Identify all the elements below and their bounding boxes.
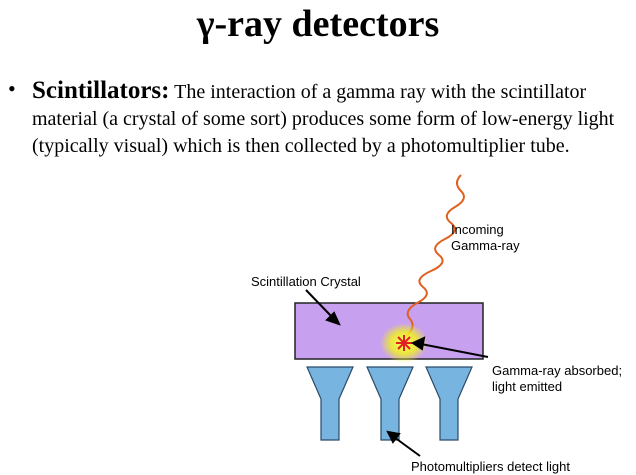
absorbed-label-line1: Gamma-ray absorbed; xyxy=(492,363,622,378)
bullet-description: The interaction of a gamma ray with the … xyxy=(32,81,615,157)
photomultiplier-label: Photomultipliers detect light xyxy=(411,459,570,474)
absorbed-label-arrow xyxy=(420,343,489,358)
absorbed-arrowhead xyxy=(410,336,426,351)
incoming-label-line2: Gamma-ray xyxy=(451,238,520,253)
bullet-text: Scintillators: The interaction of a gamm… xyxy=(32,77,632,160)
crystal-label-arrow xyxy=(305,289,334,319)
photomultiplier-tubes xyxy=(306,366,473,441)
crystal-label: Scintillation Crystal xyxy=(251,274,361,289)
photomultiplier-arrowhead xyxy=(386,430,401,444)
crystal-arrowhead xyxy=(325,311,341,326)
bullet-marker: • xyxy=(8,76,16,101)
photomultiplier-tube-middle xyxy=(366,366,414,441)
photomultiplier-label-arrow xyxy=(393,436,421,457)
photomultiplier-tube-left xyxy=(306,366,354,441)
absorption-burst-icon xyxy=(396,335,412,351)
gamma-ray-wave xyxy=(404,174,465,338)
photomultiplier-tube-right xyxy=(425,366,473,441)
slide-title: γ-ray detectors xyxy=(196,3,440,45)
bullet-term: Scintillators: xyxy=(32,77,170,104)
absorbed-label-line2: light emitted xyxy=(492,379,562,394)
incoming-label-line1: Incoming xyxy=(451,222,504,237)
